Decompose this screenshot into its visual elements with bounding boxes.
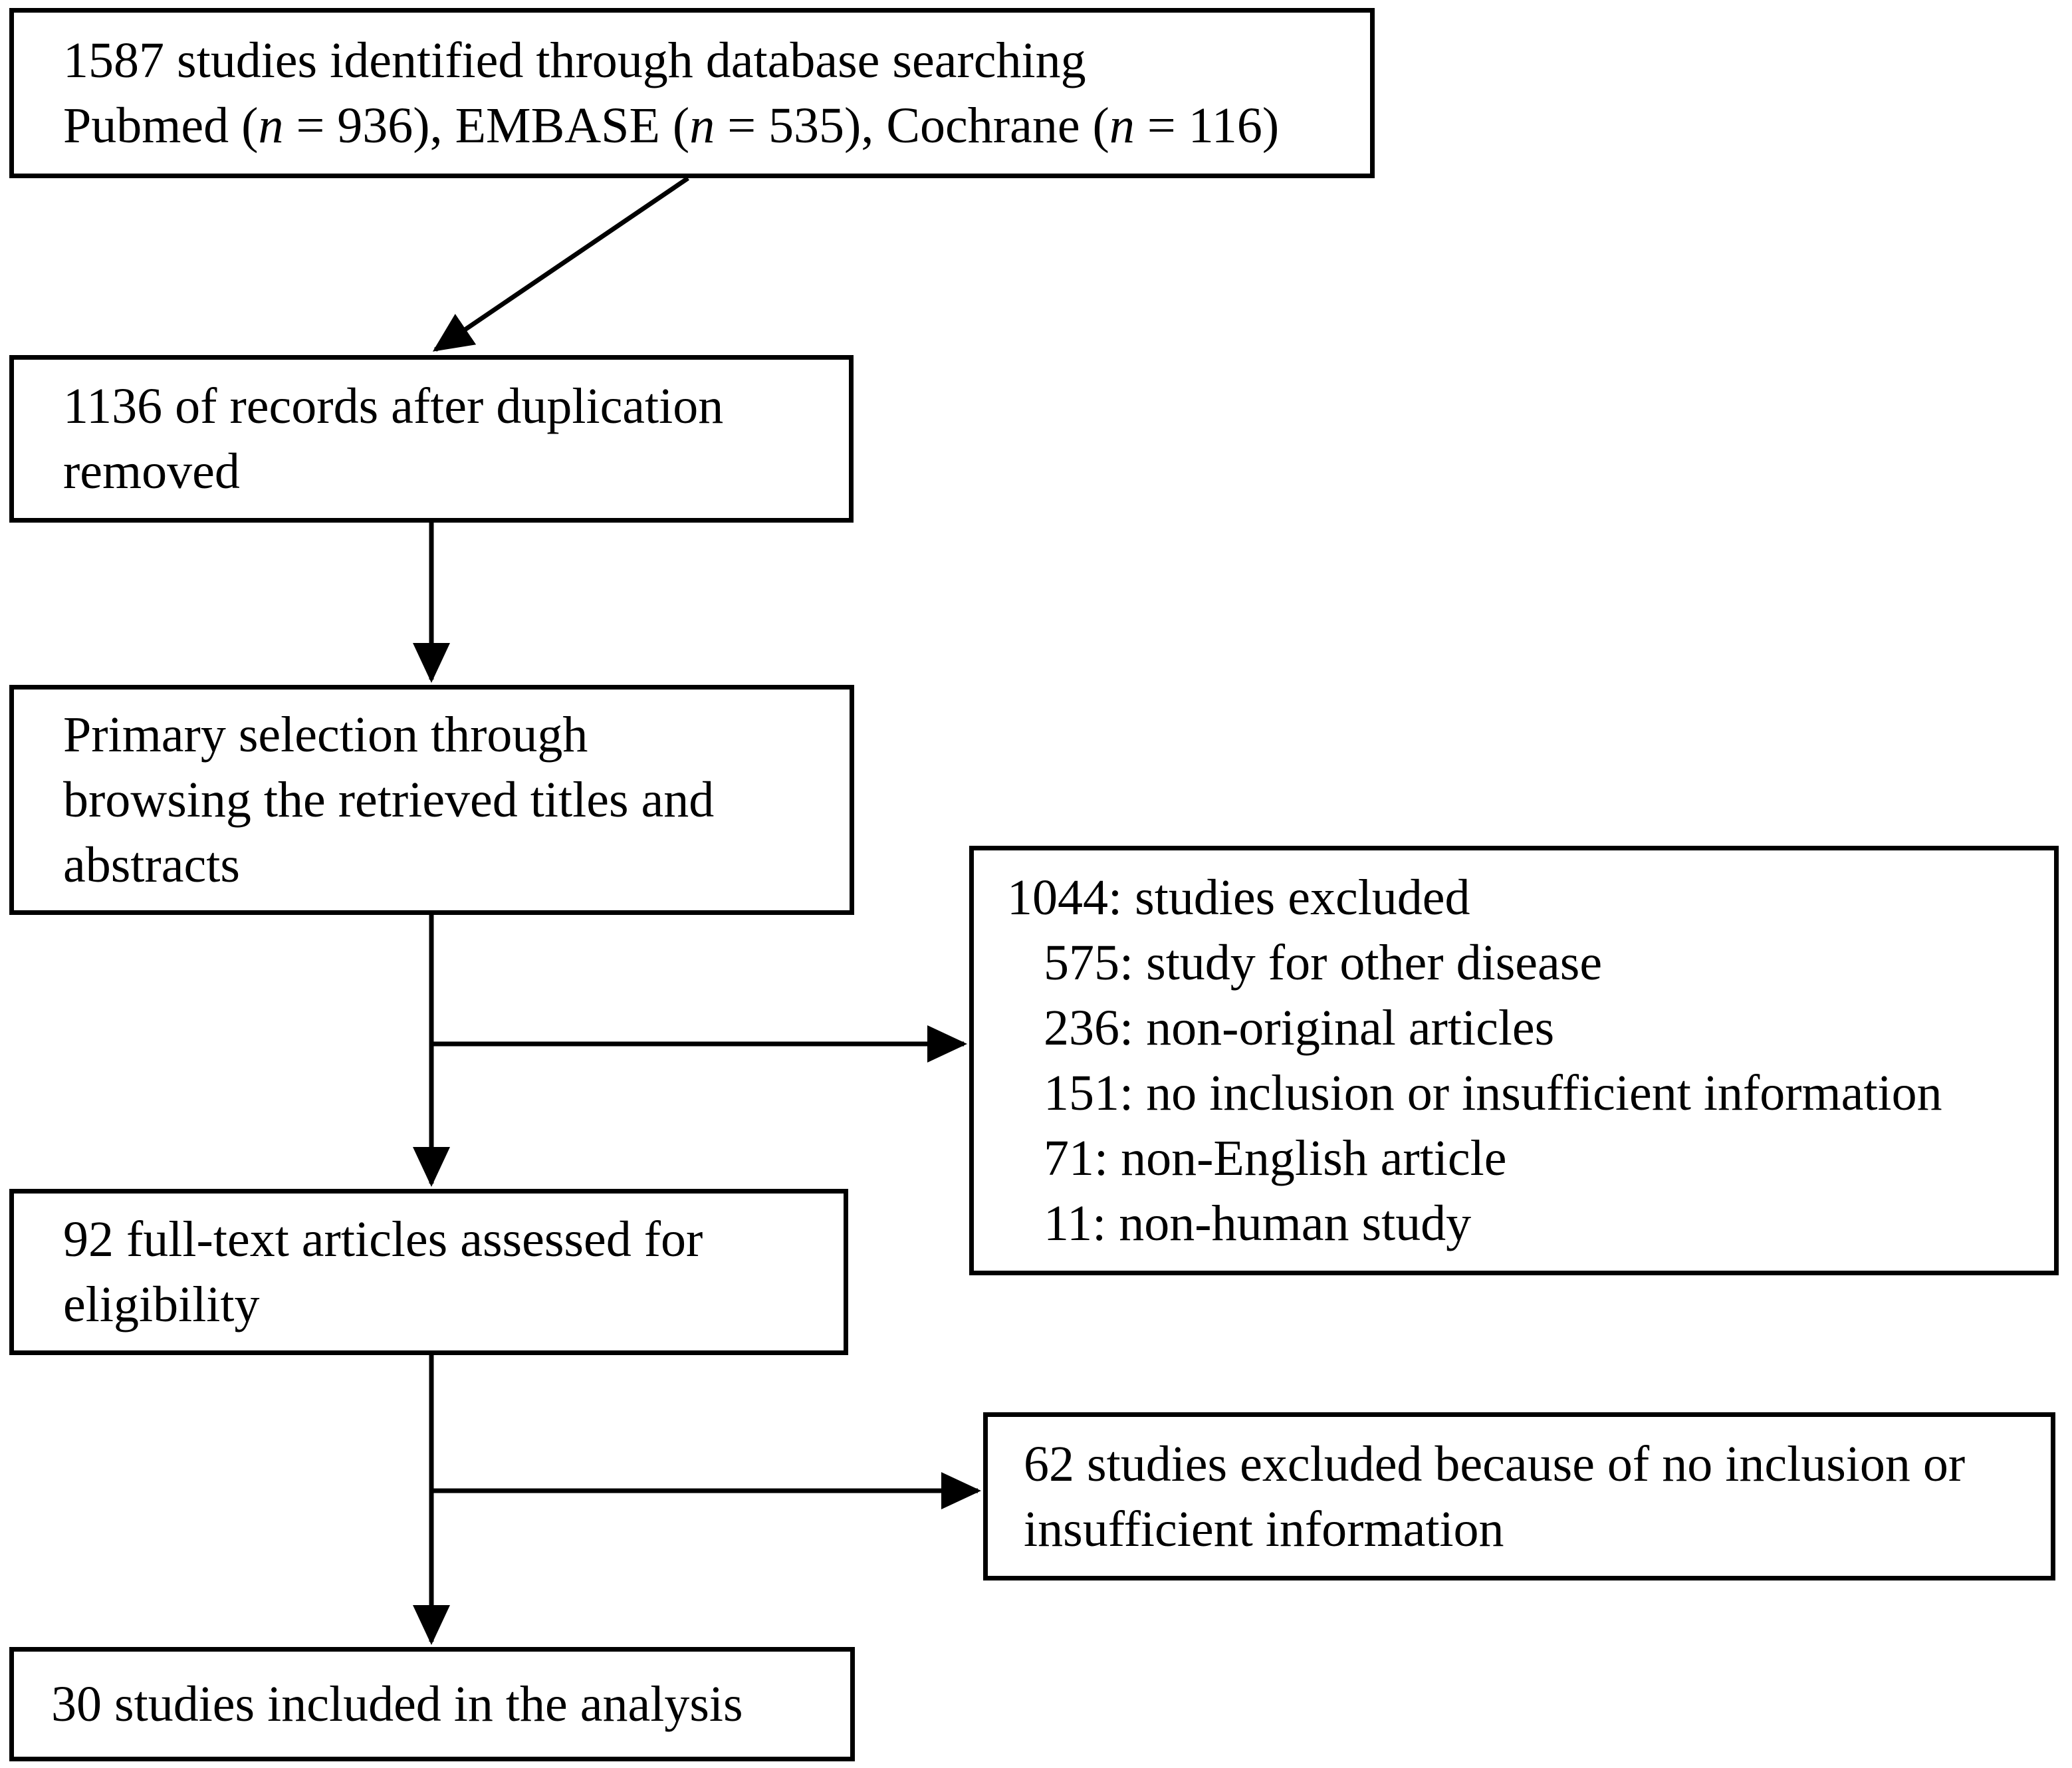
box-studies-excluded-fulltext: 62 studies excluded because of no inclus… bbox=[983, 1412, 2055, 1580]
text-line: 575: study for other disease bbox=[1044, 935, 1603, 991]
box-fulltext-assessed: 92 full-text articles assessed for eligib… bbox=[9, 1189, 848, 1355]
text-line: 1136 of records after duplication bbox=[63, 378, 724, 434]
text-line: Primary selection through bbox=[63, 707, 588, 763]
box-primary-selection: Primary selection through browsing the re… bbox=[9, 685, 854, 915]
text-line: 30 studies included in the analysis bbox=[51, 1676, 743, 1732]
box-studies-excluded-primary: 1044: studies excluded 575: study for oth… bbox=[969, 846, 2059, 1275]
text-line: insufficient information bbox=[1024, 1501, 1504, 1557]
box-included-in-analysis: 30 studies included in the analysis bbox=[9, 1647, 855, 1761]
text-line: eligibility bbox=[63, 1277, 260, 1332]
text-line: abstracts bbox=[63, 837, 240, 893]
text-line: browsing the retrieved titles and bbox=[63, 772, 715, 828]
text-line: 71: non-English article bbox=[1044, 1130, 1507, 1186]
box-identification: 1587 studies identified through database… bbox=[9, 8, 1375, 178]
arrow-identification-to-deduplicated bbox=[432, 176, 689, 352]
text-line: 151: no inclusion or insufficient inform… bbox=[1044, 1065, 1942, 1121]
text-line: 1587 studies identified through database… bbox=[63, 33, 1086, 88]
text-line: 1044: studies excluded bbox=[1007, 870, 1470, 926]
text-line: Pubmed (n = 936), EMBASE (n = 535), Coch… bbox=[63, 98, 1280, 154]
text-line: 62 studies excluded because of no inclus… bbox=[1024, 1436, 1966, 1492]
box-records-after-duplication-removed: 1136 of records after duplication removed bbox=[9, 355, 854, 523]
text-line: removed bbox=[63, 443, 240, 499]
text-line: 236: non-original articles bbox=[1044, 1000, 1555, 1056]
text-line: 92 full-text articles assessed for bbox=[63, 1211, 703, 1267]
text-line: 11: non-human study bbox=[1044, 1196, 1472, 1251]
